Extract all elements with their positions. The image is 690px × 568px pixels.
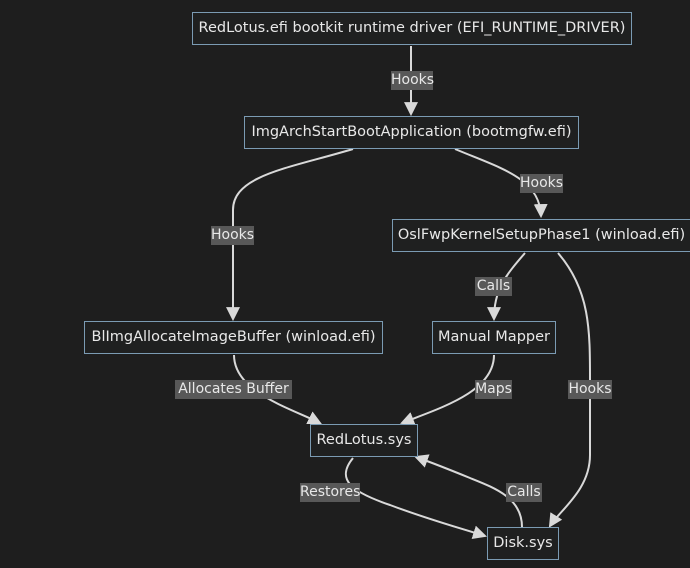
- node-imgarchstartbootapplication[interactable]: ImgArchStartBootApplication (bootmgfw.ef…: [244, 116, 579, 149]
- edge-label-efi-hooks: Hooks: [391, 71, 435, 90]
- edge-label-imgarch-blimg-hooks: Hooks: [211, 226, 255, 245]
- edge-oslfwp-to-disk: [548, 252, 591, 528]
- edge-imgarch-to-blimg: [226, 148, 354, 322]
- node-oslfwpkernelsetupphase1[interactable]: OslFwpKernelSetupPhase1 (winload.efi): [392, 219, 690, 252]
- edge-label-restores: Restores: [300, 483, 361, 502]
- edge-redlotus-to-disk: [344, 457, 488, 540]
- edge-label-oslfwp-disk-hooks: Hooks: [568, 380, 612, 399]
- node-redlotus-sys[interactable]: RedLotus.sys: [310, 424, 418, 457]
- edge-label-calls-redlotus: Calls: [506, 483, 542, 502]
- edge-label-imgarch-oslfwp-hooks: Hooks: [520, 174, 564, 193]
- edge-disk-to-redlotus: [414, 454, 523, 528]
- edge-label-allocates-buffer: Allocates Buffer: [175, 380, 292, 399]
- edge-imgarch-to-oslfwp: [454, 148, 548, 219]
- node-manual-mapper[interactable]: Manual Mapper: [432, 321, 556, 354]
- node-disk-sys[interactable]: Disk.sys: [487, 527, 559, 560]
- edge-label-calls-mapper: Calls: [475, 277, 512, 296]
- node-blimgallocateimagebuffer[interactable]: BlImgAllocateImageBuffer (winload.efi): [84, 321, 383, 354]
- node-redlotus-efi[interactable]: RedLotus.efi bootkit runtime driver (EFI…: [192, 12, 632, 45]
- edge-mapper-to-redlotus: [400, 354, 495, 426]
- edge-label-maps: Maps: [475, 380, 512, 399]
